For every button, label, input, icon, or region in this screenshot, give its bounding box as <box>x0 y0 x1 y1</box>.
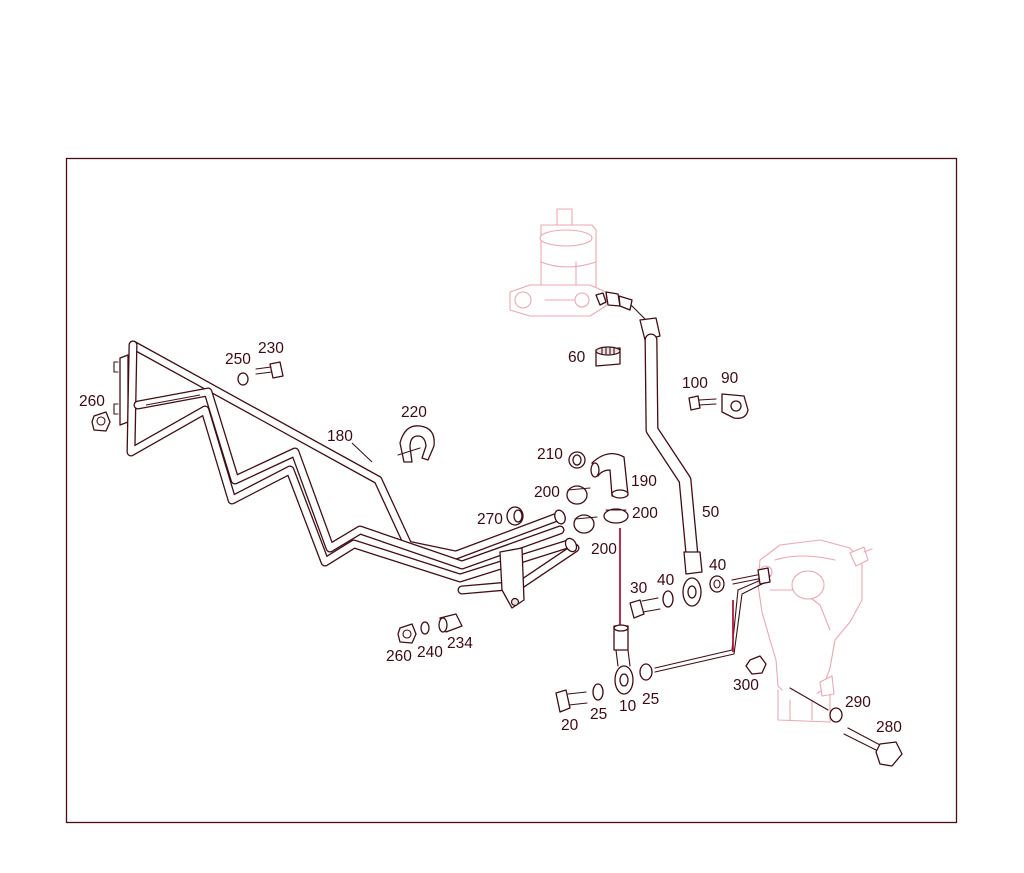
callout-40-right: 40 <box>709 557 727 574</box>
pipe-clip <box>397 425 435 463</box>
nut-300 <box>745 655 767 675</box>
callout-280: 280 <box>876 719 902 736</box>
nut-260-upper <box>91 411 111 432</box>
pressure-hose <box>595 291 703 607</box>
steering-pump-ghost <box>509 208 607 317</box>
grommet <box>506 506 524 526</box>
callout-260-upper: 260 <box>79 393 105 410</box>
callout-30: 30 <box>630 580 648 597</box>
nut-260-lower <box>397 623 417 644</box>
washer-290 <box>789 687 843 723</box>
hose-clamp-right <box>603 508 629 524</box>
callout-190: 190 <box>631 473 657 490</box>
callout-90: 90 <box>721 370 739 387</box>
plug-fitting <box>568 451 586 469</box>
spacer-234 <box>438 613 463 633</box>
callout-200-right: 200 <box>632 505 658 522</box>
pipe-union-gearbox <box>731 567 771 585</box>
seal-ring-40-right <box>709 575 725 593</box>
callout-300: 300 <box>733 677 759 694</box>
callout-234: 234 <box>447 635 473 652</box>
callout-210: 210 <box>537 446 563 463</box>
callout-180: 180 <box>327 428 353 445</box>
callout-260-lower: 260 <box>386 648 412 665</box>
callout-50: 50 <box>702 504 720 521</box>
cooling-pipe-assembly <box>113 340 580 609</box>
seal-ring-25-left <box>592 683 604 701</box>
callout-leaders <box>145 394 373 463</box>
bolt-280 <box>843 727 903 767</box>
callout-60: 60 <box>568 349 586 366</box>
callout-200-lower: 200 <box>591 541 617 558</box>
holder-clamp <box>721 393 749 419</box>
banjo-bolt-30 <box>629 597 661 619</box>
bolt-230 <box>255 361 284 379</box>
callout-25-left: 25 <box>590 706 607 723</box>
return-line <box>613 528 771 695</box>
callout-240: 240 <box>417 644 443 661</box>
callout-290: 290 <box>845 694 871 711</box>
seal-ring-40-left <box>662 590 674 608</box>
damper-block <box>595 346 621 367</box>
callout-270: 270 <box>477 511 503 528</box>
callout-20: 20 <box>561 717 579 734</box>
washer-250 <box>237 372 249 386</box>
hose-clamp-upper <box>566 485 591 505</box>
steering-gearbox-ghost <box>757 539 873 723</box>
bolt-100 <box>688 395 717 411</box>
callout-25-right: 25 <box>642 691 659 708</box>
callout-10: 10 <box>619 698 637 715</box>
callout-40-left: 40 <box>657 572 675 589</box>
hose-clamp-lower <box>573 514 598 534</box>
callout-100: 100 <box>682 375 708 392</box>
callout-220: 220 <box>401 404 427 421</box>
callout-230: 230 <box>258 340 284 357</box>
seal-ring-25-right <box>639 663 653 681</box>
washer-240 <box>420 621 430 635</box>
diagram-frame <box>65 157 958 824</box>
hose-elbow <box>590 452 629 499</box>
banjo-bolt-20 <box>555 689 588 713</box>
callout-250: 250 <box>225 351 251 368</box>
callout-200-left: 200 <box>534 484 560 501</box>
callout-labels: 10 20 25 25 30 40 40 50 60 90 100 180 19… <box>79 340 902 736</box>
